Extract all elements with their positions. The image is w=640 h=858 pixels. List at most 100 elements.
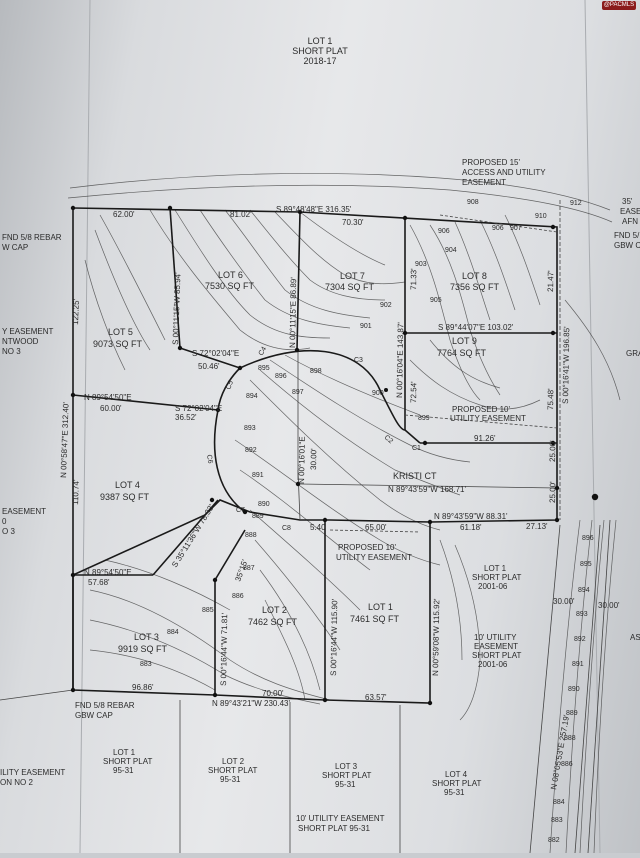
curve-labels: C1 C2 C3 C4 C5 C6 C7 C8 [205,346,421,532]
bottom-utility-line2: SHORT PLAT 95-31 [298,824,370,833]
utility-right-line4: 2001-06 [478,660,508,669]
bearing-7181: S 00°16'44"W 71.81' [219,612,229,686]
fnd-right-line1: FND 5/ [614,231,640,240]
contour-894: 894 [246,393,258,400]
contour-902: 902 [380,302,392,309]
lot5-area: 9073 SQ FT [93,339,143,349]
lot1-name: LOT 1 [368,602,393,612]
lot5-name: LOT 5 [108,327,133,337]
left-easement-line2: NTWOOD [2,337,39,346]
road-contour-884: 884 [553,799,565,806]
lot2-name: LOT 2 [262,605,287,615]
contour-885: 885 [202,607,214,614]
bearing-6118: 61.18' [460,523,482,532]
contour-907: 907 [510,225,522,232]
road-contour-894: 894 [578,587,590,594]
bottom-left-easement-line1: ILITY EASEMENT [0,768,65,777]
road-contour-891: 891 [572,661,584,668]
short-plat-right-line2: SHORT PLAT [472,573,521,582]
bearing-103: S 89°44'07"E 103.02' [438,323,514,332]
contour-888: 888 [245,532,257,539]
lot2-area: 7462 SQ FT [248,617,298,627]
lot7-name: LOT 7 [340,271,365,281]
left-easement2-line3: O 3 [2,527,15,536]
fold-line [79,0,91,854]
road-contour-893: 893 [576,611,588,618]
watermark-badge: @PACMLS [602,1,636,10]
bearing-30c: 30.00' [309,448,318,470]
fnd-left-line2: W CAP [2,243,28,252]
road-contour-890: 890 [568,686,580,693]
short-plat-right-line1: LOT 1 [484,564,507,573]
bearing-top: S 89°48'48"E 316.35' [276,205,352,214]
bearing-6357: 63.57' [365,693,387,702]
curve-c3: C3 [354,357,363,364]
bottom-lot4-line3: 95-31 [444,788,465,797]
contour-905: 905 [430,297,442,304]
monuments [70,205,599,706]
bottom-utility-line1: 10' UTILITY EASEMENT [296,814,385,823]
bottom-left-easement-line2: ON NO 2 [0,778,33,787]
contour-889: 889 [252,513,264,520]
fnd-bottom-line1: FND 5/8 REBAR [75,701,135,710]
left-easement2-line1: EASEMENT [2,507,46,516]
fnd-bottom-line2: GBW CAP [75,711,113,720]
lot9-name: LOT 9 [452,336,477,346]
contour-908: 908 [467,199,479,206]
lot6-area: 7530 SQ FT [205,281,255,291]
bearing-left: N 00°58'47"E 312.40' [59,402,71,479]
curve-c5: C5 [225,380,235,391]
contour-906: 906 [438,228,450,235]
bearing-19685: S 00°16'41"W 196.85' [561,326,571,404]
gra-label: GRA [626,349,640,358]
bearing-lot7-line: N 00°11'15"E 86.89' [288,277,298,348]
bearing-3652: 36.52' [175,413,197,422]
lot7-area: 7304 SQ FT [325,282,375,292]
bearing-70: 70.00' [262,689,284,698]
contour-884: 884 [167,629,179,636]
curve-c4: C4 [258,346,269,357]
contour-887: 887 [243,565,255,572]
bearing-25719: N 08°05'53"E 257.19' [549,714,571,791]
bearing-8831: N 89°43'59"W 88.31' [434,512,508,521]
road-contour-886: 886 [561,761,573,768]
lot8-name: LOT 8 [462,271,487,281]
road-contour-888: 888 [564,735,576,742]
bearing-62: 62.00' [113,210,135,219]
bearing-7254: 72.54' [409,381,418,403]
short-plat-right-line3: 2001-06 [478,582,508,591]
contour-912: 912 [570,200,582,207]
bearing-70: 70.30' [342,218,364,227]
bearing-2713: 27.13' [526,522,548,531]
contour-899: 899 [418,415,430,422]
bearing-16871: N 89°43'59"W 168.71' [388,485,467,494]
curve-c8: C8 [282,525,291,532]
contour-900: 900 [372,390,384,397]
curve-c2: C2 [383,434,394,445]
bearing-60: 60.00' [100,404,122,413]
contour-896: 896 [275,373,287,380]
utility-easement-lot9-line2: UTILITY EASEMENT [450,414,526,423]
contour-886: 886 [232,593,244,600]
lot3-name: LOT 3 [134,632,159,642]
fnd-right-line2: GBW CA [614,241,640,250]
contour-890: 890 [258,501,270,508]
bearing-65: 65.00' [365,523,387,532]
bearing-as: AS [630,633,640,642]
contour-883: 883 [140,661,152,668]
bearing-9126: 91.26' [474,434,496,443]
right-easement-line3: AFN [622,217,638,226]
bearing-30r2: 30.00' [598,601,620,610]
left-easement2-line2: 0 [2,517,7,526]
bearing-n0016: N 00°16'01"E [297,436,307,484]
bottom-lot1-line3: 95-31 [113,766,134,775]
contour-893: 893 [244,425,256,432]
lot3-area: 9919 SQ FT [118,644,168,654]
bottom-lot2-line2: SHORT PLAT [208,766,257,775]
curve-c1: C1 [412,445,421,452]
contour-910: 910 [535,213,547,220]
bottom-lot3-line2: SHORT PLAT [322,771,371,780]
lot8-area: 7356 SQ FT [450,282,500,292]
